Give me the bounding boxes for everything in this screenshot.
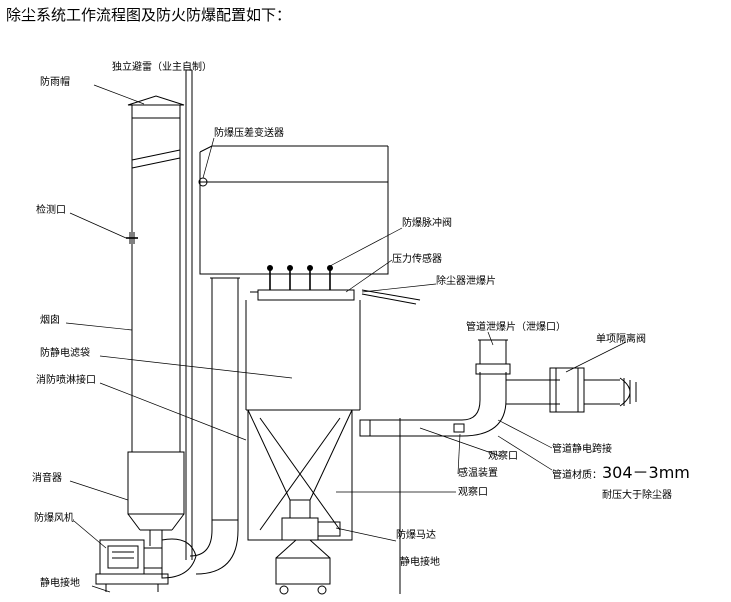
pipe-material-value: 304－3mm (602, 463, 690, 482)
dust-collector (198, 145, 421, 595)
rain-cap-icon (127, 95, 185, 106)
leader-lines (65, 84, 627, 593)
label-explosion-vent: 除尘器泄爆片 (436, 274, 496, 287)
label-rain-cap: 防雨帽 (40, 75, 70, 88)
pulse-valve-icons (267, 265, 333, 290)
label-pressure-note: 耐压大于除尘器 (602, 488, 672, 501)
label-ground-right: 静电接地 (400, 555, 440, 568)
label-fan: 防爆风机 (34, 511, 74, 524)
lightning-rod (185, 69, 193, 560)
silencer (127, 451, 185, 515)
chimney-stack (126, 95, 185, 546)
label-silencer: 消音器 (32, 471, 62, 484)
temperature-sensor-icon (453, 423, 465, 433)
fan-inlet-duct (189, 277, 240, 575)
main-duct (370, 339, 637, 437)
label-chimney: 烟囱 (40, 313, 60, 326)
annotation-labels: 独立避雷（业主自制） 防雨帽 防爆压差变送器 检测口 防爆脉冲阀 压力传感器 除… (32, 60, 690, 589)
label-ground-left: 静电接地 (40, 576, 80, 589)
label-sprinkler-port: 消防喷淋接口 (36, 373, 96, 386)
label-pressure-transmitter: 防爆压差变送器 (214, 126, 284, 139)
label-pipe-material: 管道材质：304－3mm (552, 463, 690, 482)
label-test-port: 检测口 (36, 203, 66, 216)
pipe-material-prefix: 管道材质： (552, 468, 602, 481)
explosion-proof-fan (95, 538, 197, 592)
label-viewing-port-1: 观察口 (488, 449, 518, 462)
label-isolation-valve: 单项隔离阀 (596, 332, 646, 345)
label-temp-device: 感温装置 (458, 466, 498, 479)
label-lightning-rod: 独立避雷（业主自制） (112, 60, 212, 73)
page-title: 除尘系统工作流程图及防火防爆配置如下： (6, 6, 292, 24)
label-duct-vent: 管道泄爆片（泄爆口） (466, 320, 566, 333)
label-motor: 防爆马达 (396, 528, 436, 541)
label-pressure-sensor: 压力传感器 (392, 252, 442, 265)
label-pulse-valve: 防爆脉冲阀 (402, 216, 452, 229)
label-viewing-port-2: 观察口 (458, 485, 488, 498)
motor-icon (317, 521, 341, 537)
label-antistatic-bag: 防静电滤袋 (40, 346, 90, 359)
label-pipe-static-bridge: 管道静电跨接 (552, 442, 612, 455)
